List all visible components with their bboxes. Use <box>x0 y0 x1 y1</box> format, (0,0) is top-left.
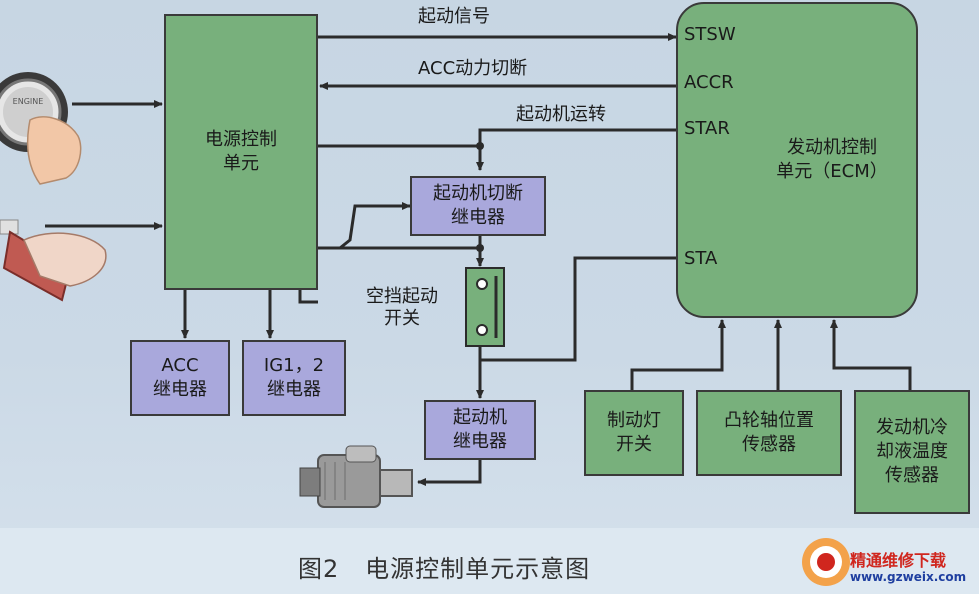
pin-sta: STA <box>684 248 718 269</box>
ig-relay-label: IG1，2 继电器 <box>263 355 325 400</box>
ecm-block: 发动机控制 单元（ECM） <box>676 2 918 318</box>
ecm-label: 发动机控制 单元（ECM） <box>776 137 888 182</box>
power-control-unit-label: 电源控制 单元 <box>205 129 277 174</box>
starter-relay-label: 起动机 继电器 <box>453 407 507 452</box>
watermark-title: 精通维修下载 <box>850 551 947 570</box>
wire-power-to-cut-relay-side <box>318 202 411 250</box>
cam-sensor-block: 凸轮轴位置 传感器 <box>696 390 842 476</box>
engine-button-line-1: ENGINE <box>13 97 44 106</box>
cam-sensor-label: 凸轮轴位置 传感器 <box>724 410 814 455</box>
wire-switch-to-sta <box>480 256 676 362</box>
pin-stsw: STSW <box>684 24 736 45</box>
wire-starter-relay-to-motor <box>417 460 482 486</box>
watermark-logo-icon <box>802 538 850 586</box>
starter-cut-relay-block: 起动机切断 继电器 <box>410 176 546 236</box>
watermark-url: www.gzweix.com <box>850 570 967 584</box>
coolant-sensor-label: 发动机冷 却液温度 传感器 <box>876 417 948 486</box>
wire-starter-running <box>476 128 676 171</box>
acc-relay-label: ACC 继电器 <box>153 355 207 400</box>
wire-ig-relay-side <box>296 282 318 304</box>
starter-cut-relay-label: 起动机切断 继电器 <box>433 183 523 228</box>
start-signal-label: 起动信号 <box>418 6 490 27</box>
wire-coolant-to-ecm <box>830 319 912 390</box>
engine-start-button-icon <box>0 72 82 185</box>
starter-motor-icon <box>299 445 413 508</box>
figure-caption: 图2 电源控制单元示意图 <box>298 555 591 583</box>
brake-pedal-icon <box>0 219 107 302</box>
coolant-sensor-block: 发动机冷 却液温度 传感器 <box>854 390 970 514</box>
pin-star: STAR <box>684 118 730 139</box>
park-neutral-switch-symbol <box>465 267 505 347</box>
wire-brake-to-ecm <box>630 319 726 390</box>
starter-relay-block: 起动机 继电器 <box>424 400 536 460</box>
power-control-unit-block: 电源控制 单元 <box>164 14 318 290</box>
park-neutral-switch-label: 空挡起动 开关 <box>366 286 438 329</box>
brake-switch-block: 制动灯 开关 <box>584 390 684 476</box>
ig-relay-block: IG1，2 继电器 <box>242 340 346 416</box>
pin-accr: ACCR <box>684 72 734 93</box>
acc-relay-block: ACC 继电器 <box>130 340 230 416</box>
brake-switch-label: 制动灯 开关 <box>607 410 661 455</box>
starter-running-label: 起动机运转 <box>516 104 606 125</box>
acc-cut-label: ACC动力切断 <box>418 58 528 79</box>
